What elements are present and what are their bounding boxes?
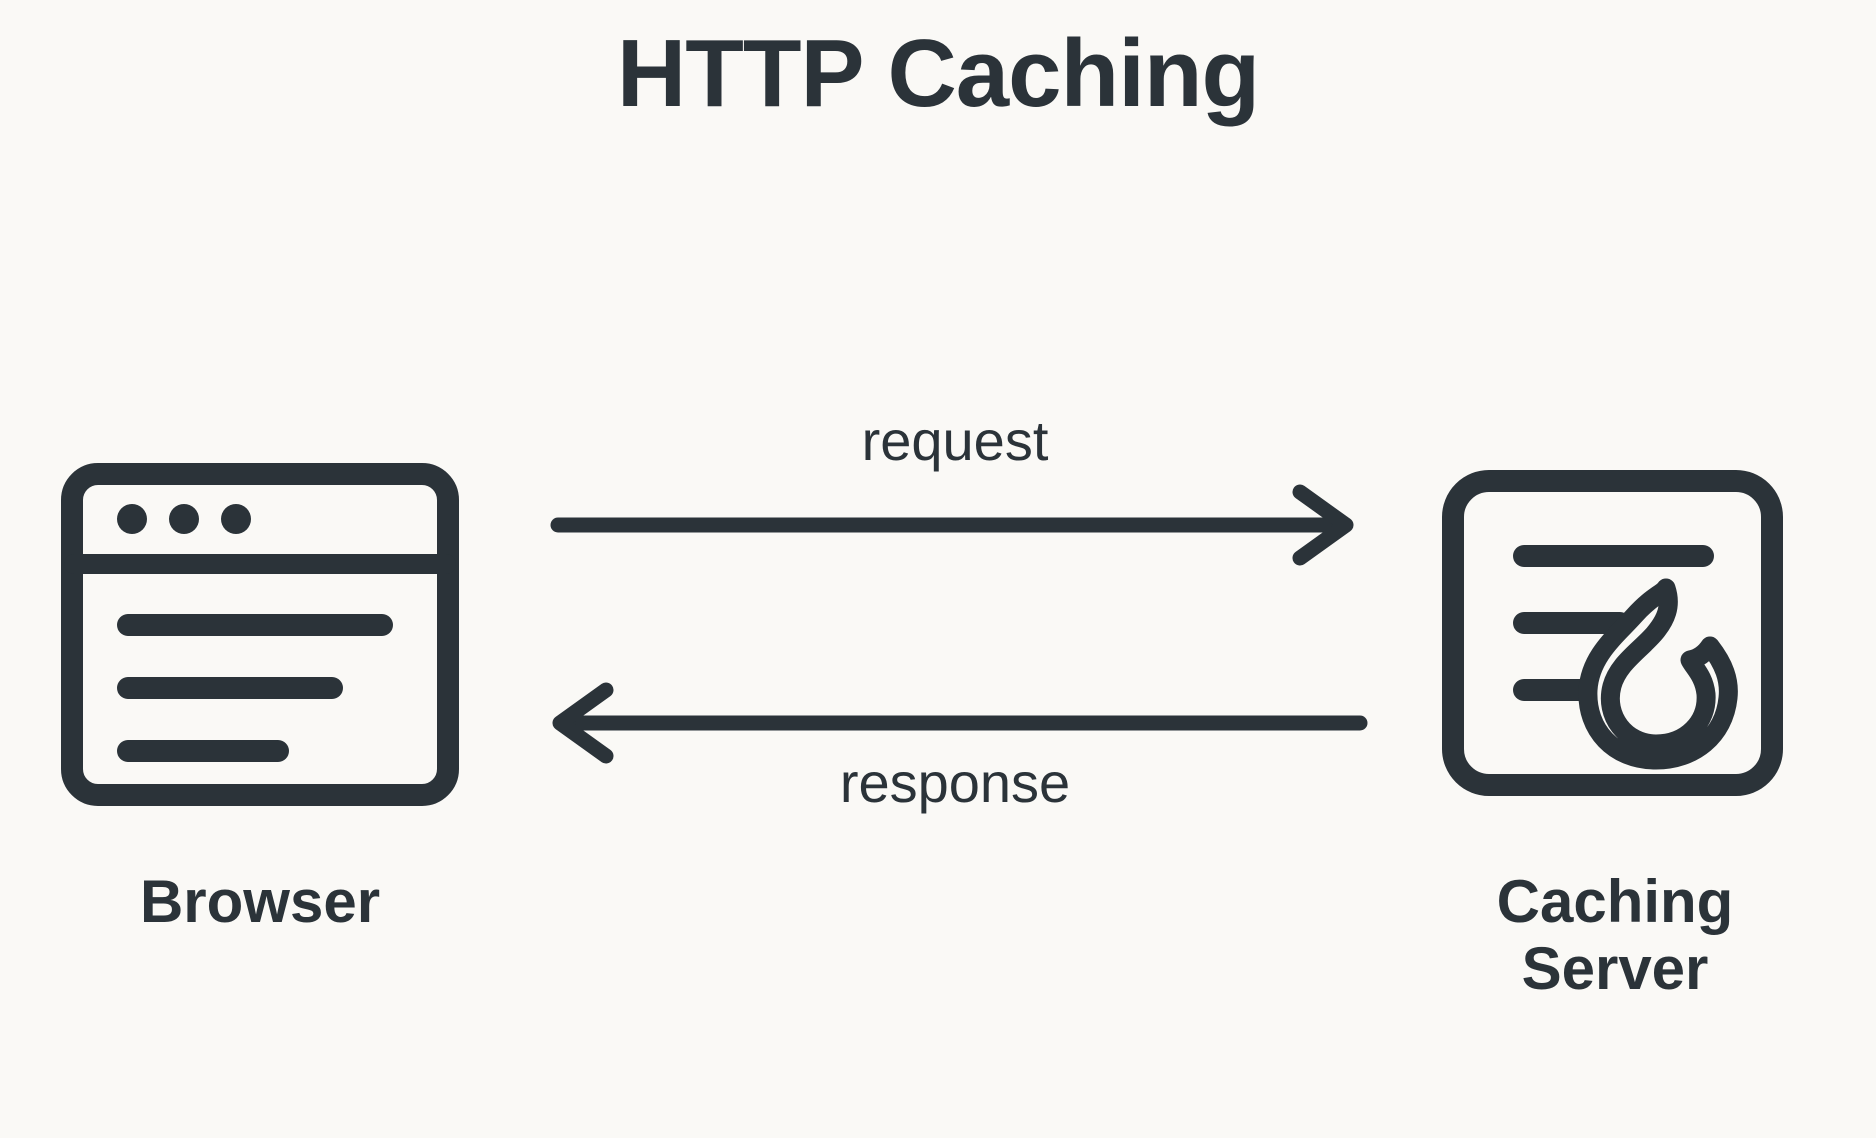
caching-server-node-label: Caching Server bbox=[1496, 868, 1734, 1003]
response-arrow-label: response bbox=[839, 751, 1071, 814]
browser-window-icon bbox=[60, 462, 460, 807]
request-arrow bbox=[540, 480, 1370, 570]
response-arrow bbox=[540, 678, 1370, 768]
caching-server-icon bbox=[1440, 468, 1785, 798]
node-browser[interactable] bbox=[60, 462, 460, 807]
browser-dot-2 bbox=[169, 504, 199, 534]
flame-icon bbox=[1578, 578, 1738, 770]
server-frame bbox=[1442, 470, 1783, 796]
page-title: HTTP Caching bbox=[616, 20, 1260, 127]
request-arrow-head bbox=[1292, 484, 1354, 566]
response-arrow-head bbox=[552, 682, 614, 764]
browser-node-label: Browser bbox=[139, 868, 381, 935]
node-caching-server[interactable] bbox=[1440, 468, 1785, 798]
browser-dot-1 bbox=[117, 504, 147, 534]
browser-window-frame bbox=[61, 463, 459, 806]
browser-dot-3 bbox=[221, 504, 251, 534]
request-arrow-label: request bbox=[861, 409, 1049, 472]
